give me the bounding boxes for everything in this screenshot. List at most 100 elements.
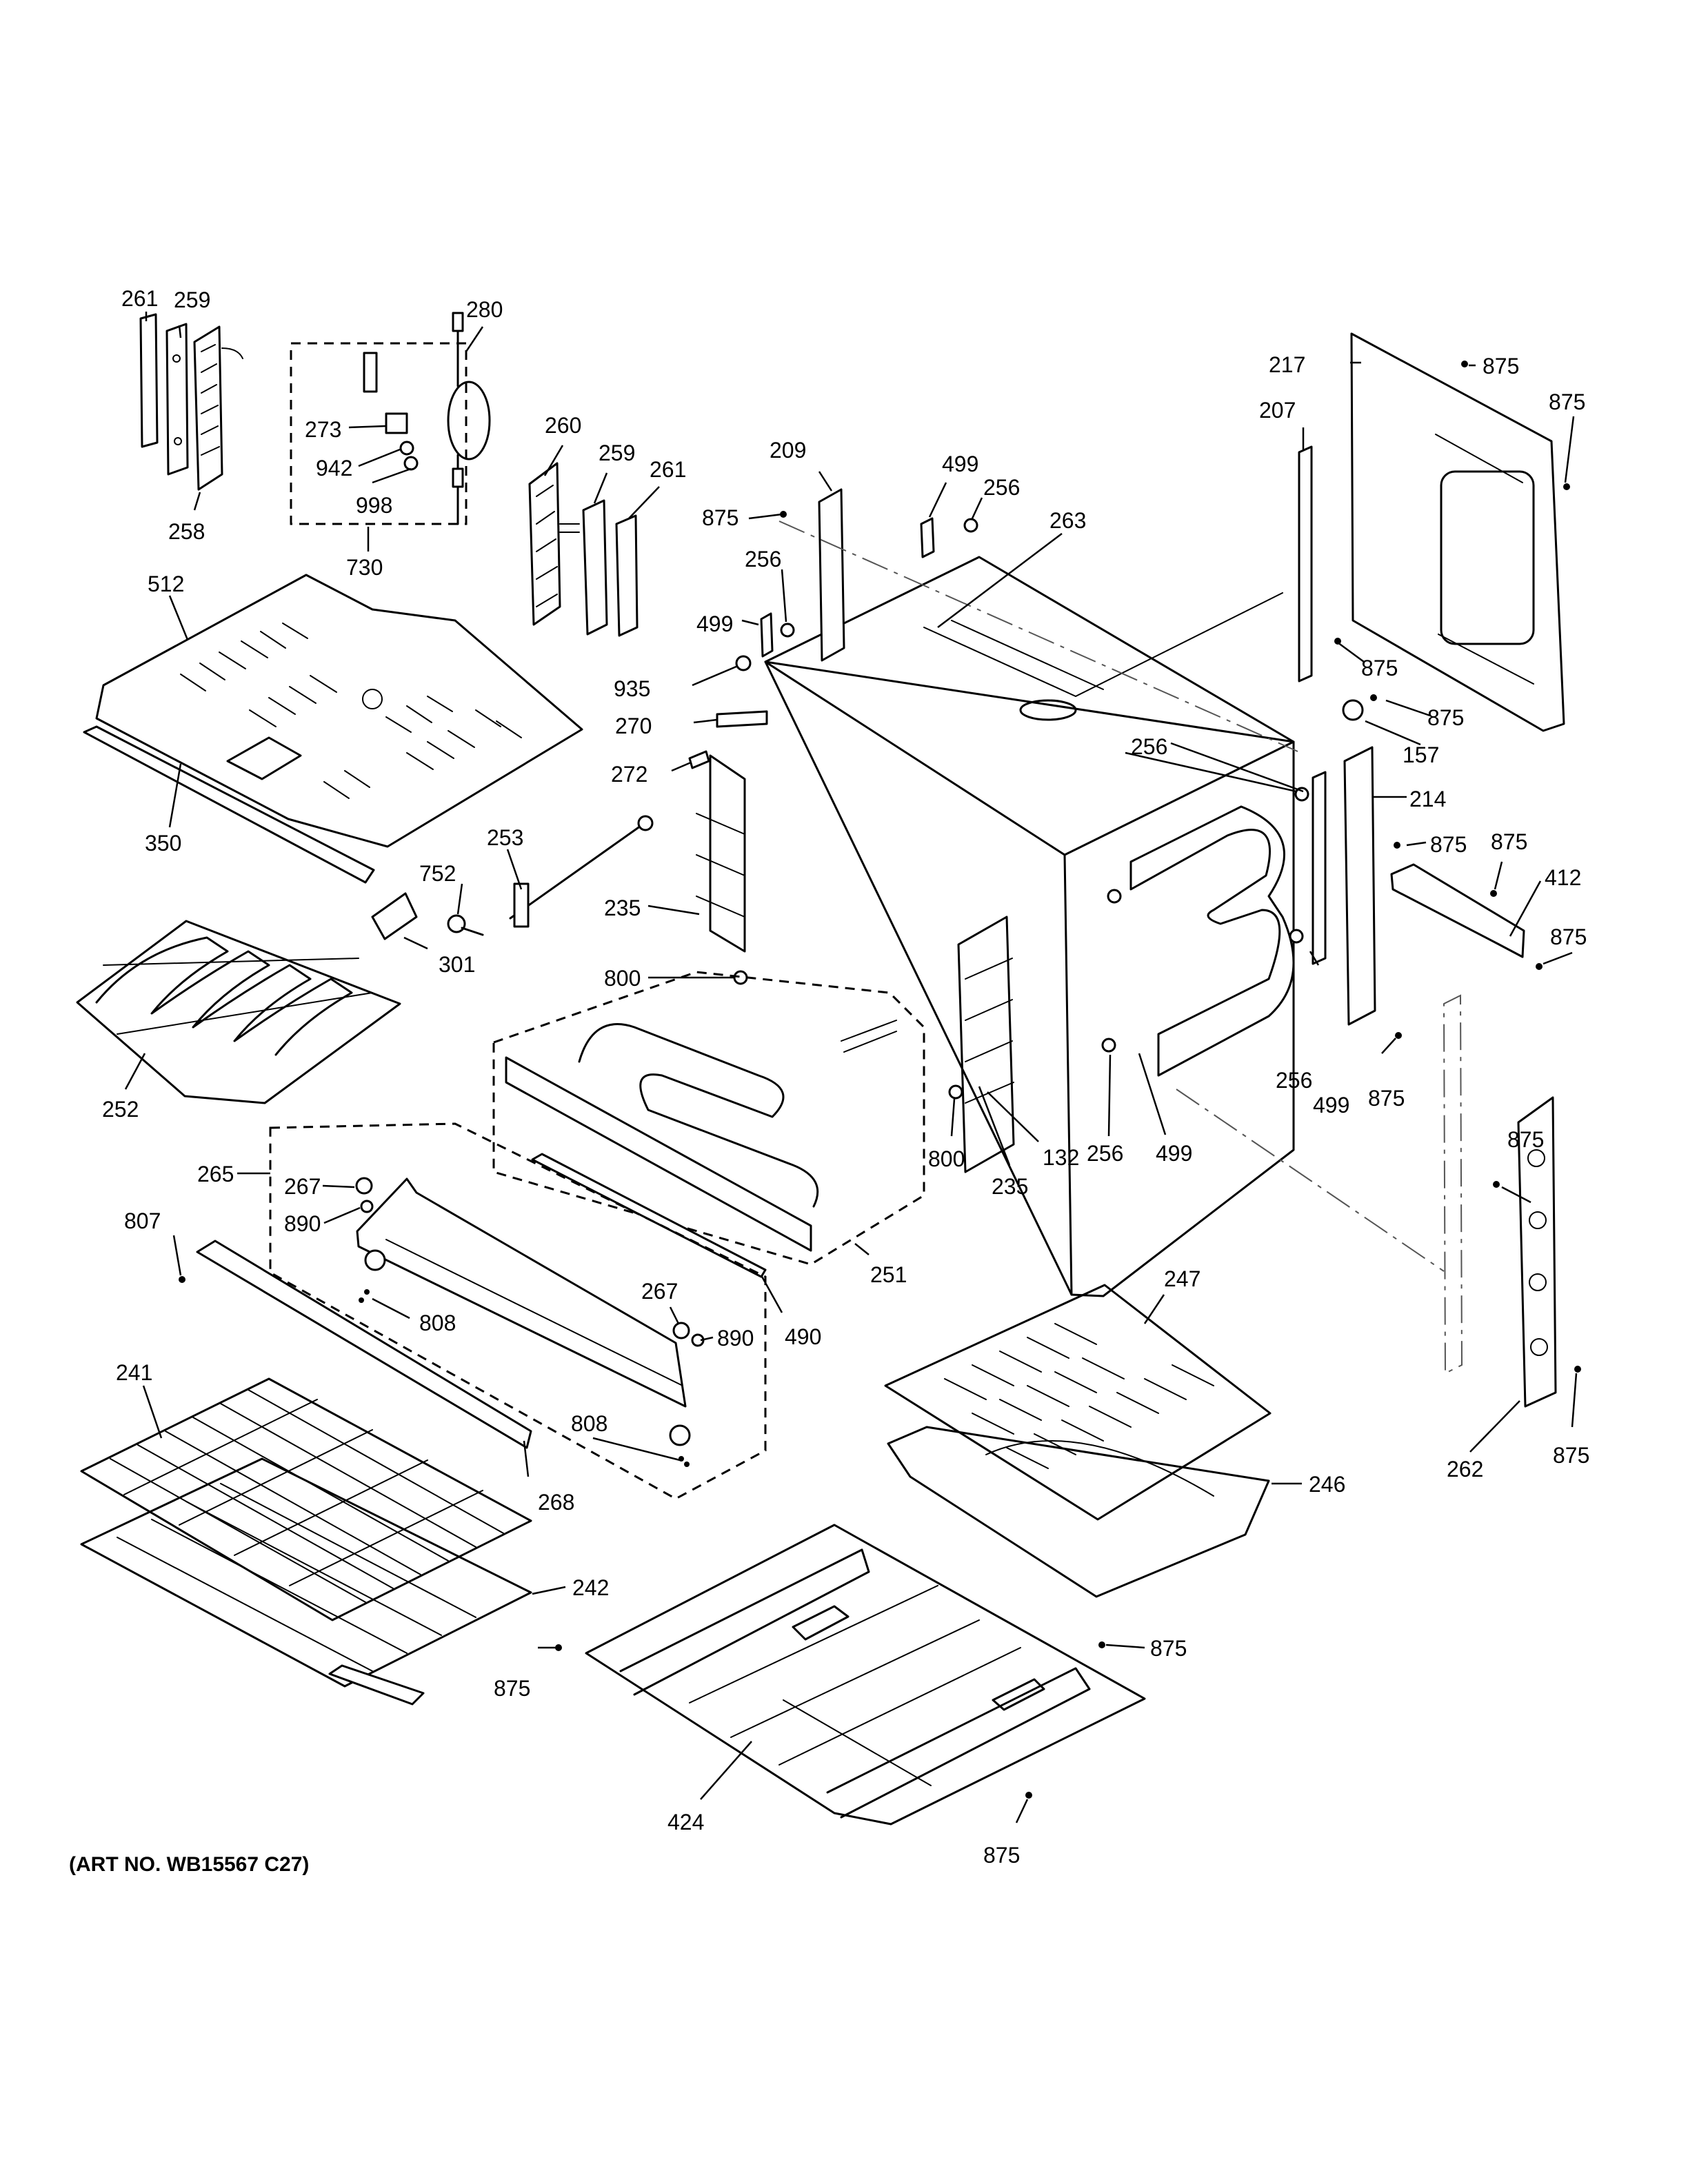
callout-875-207: 875	[1361, 656, 1398, 680]
part-262-side-bracket	[1443, 994, 1557, 1408]
callout-412: 412	[1545, 865, 1581, 890]
fastener-dots	[555, 361, 1581, 1799]
callout-256-bottom: 256	[1087, 1141, 1123, 1166]
callout-273: 273	[305, 417, 341, 442]
callout-247: 247	[1164, 1266, 1200, 1291]
callout-268: 268	[538, 1490, 574, 1515]
callout-875-top-left: 875	[702, 505, 738, 530]
part-214-rail	[1343, 746, 1376, 1026]
callout-808-right: 808	[571, 1411, 607, 1436]
callout-875-424-left: 875	[494, 1676, 530, 1701]
part-490-slide-rail	[531, 1153, 767, 1278]
callout-260: 260	[545, 413, 581, 438]
callout-157: 157	[1403, 742, 1439, 767]
callout-265: 265	[197, 1162, 234, 1186]
callout-808-left: 808	[419, 1311, 456, 1335]
part-259-bracket-left	[165, 323, 189, 476]
callout-800-right: 800	[928, 1146, 965, 1171]
callout-890-left: 890	[284, 1211, 321, 1236]
part-280-temperature-probe	[447, 312, 491, 525]
callout-499-top: 499	[942, 452, 978, 476]
callout-numbers: 261 259 258 273 942 998 730 280 260 259 …	[102, 286, 1589, 1868]
callout-730: 730	[346, 555, 383, 580]
callout-499-right: 499	[1313, 1093, 1349, 1118]
callout-272: 272	[611, 762, 647, 787]
callout-499-left: 499	[696, 611, 733, 636]
part-800-bumper-right	[948, 1084, 963, 1100]
part-261-insulation-middle	[615, 514, 639, 637]
phantom-lines	[778, 520, 1445, 1272]
part-217-rear-panel	[1350, 332, 1565, 732]
callout-875-217-right: 875	[1549, 390, 1585, 414]
callout-267-left: 267	[284, 1174, 321, 1199]
callout-499-bottom: 499	[1156, 1141, 1192, 1166]
callout-217: 217	[1269, 352, 1305, 377]
part-424-bottom-panel	[585, 1524, 1146, 1826]
part-807-screw	[179, 1276, 185, 1283]
callout-207: 207	[1259, 398, 1296, 423]
callout-752: 752	[419, 861, 456, 886]
part-350-front-trim	[83, 725, 375, 884]
part-253-wire-sensor	[509, 815, 654, 928]
callout-875-424-bottom: 875	[983, 1843, 1020, 1868]
part-499-top-left	[760, 612, 774, 658]
part-412-bracket	[1390, 863, 1525, 958]
callout-267-right: 267	[641, 1279, 678, 1304]
callout-259-left: 259	[174, 287, 210, 312]
callout-875-157: 875	[1427, 705, 1464, 730]
callout-209: 209	[770, 438, 806, 463]
art-number: (ART NO. WB15567 C27)	[69, 1853, 310, 1876]
part-oven-cavity-body	[696, 556, 1295, 1297]
callout-875-412-right: 875	[1550, 924, 1587, 949]
callout-935: 935	[614, 676, 650, 701]
part-157-thermostat	[1342, 699, 1364, 721]
callout-214: 214	[1409, 787, 1446, 811]
part-512-top-panel	[95, 574, 583, 848]
part-260-heater-panel	[528, 462, 580, 626]
callout-512: 512	[148, 572, 184, 596]
group-730-box	[290, 342, 468, 525]
callout-301: 301	[439, 952, 475, 977]
part-273-sensor	[363, 352, 419, 471]
callout-263: 263	[1049, 508, 1086, 533]
part-252-broil-element	[76, 920, 401, 1104]
callout-875-262-bottom: 875	[1553, 1443, 1589, 1468]
part-800-bumper-left	[733, 970, 748, 985]
callout-261-left: 261	[121, 286, 158, 311]
part-272-clip	[688, 750, 710, 769]
callout-235-right: 235	[992, 1174, 1028, 1199]
part-258-heater-panel	[193, 325, 243, 491]
callout-251: 251	[870, 1262, 907, 1287]
callout-261-middle: 261	[650, 457, 686, 482]
group-251-box	[492, 971, 925, 1266]
callout-256-right-top: 256	[1131, 734, 1167, 759]
part-499-right-strip	[1312, 771, 1327, 965]
part-241-oven-rack	[80, 1377, 532, 1621]
callout-350: 350	[145, 831, 181, 856]
part-261-insulation-left	[139, 313, 159, 448]
callout-241: 241	[116, 1360, 152, 1385]
callout-132: 132	[1043, 1145, 1079, 1170]
callout-259-middle: 259	[599, 441, 635, 465]
leader-lines	[124, 312, 1578, 1823]
part-499-top-right	[920, 517, 935, 558]
callout-280: 280	[466, 297, 503, 322]
callout-252: 252	[102, 1097, 139, 1122]
callout-942: 942	[316, 456, 352, 481]
part-270-hinge-strip	[716, 710, 768, 728]
callout-246: 246	[1309, 1472, 1345, 1497]
callout-258: 258	[168, 519, 205, 544]
callout-490: 490	[785, 1324, 821, 1349]
part-265-rack-slide	[355, 1177, 705, 1467]
part-247-broiler-grid	[884, 1284, 1272, 1521]
part-256-washers	[780, 518, 1309, 1053]
callout-875-262-top: 875	[1507, 1127, 1544, 1152]
part-752-screw	[447, 914, 484, 936]
callout-875-214: 875	[1430, 832, 1467, 857]
part-268-rack-rail	[196, 1240, 532, 1449]
callout-800-left: 800	[604, 966, 641, 991]
callout-875-412-top: 875	[1491, 829, 1527, 854]
callout-262: 262	[1447, 1457, 1483, 1482]
callout-256-right-mid: 256	[1276, 1068, 1312, 1093]
